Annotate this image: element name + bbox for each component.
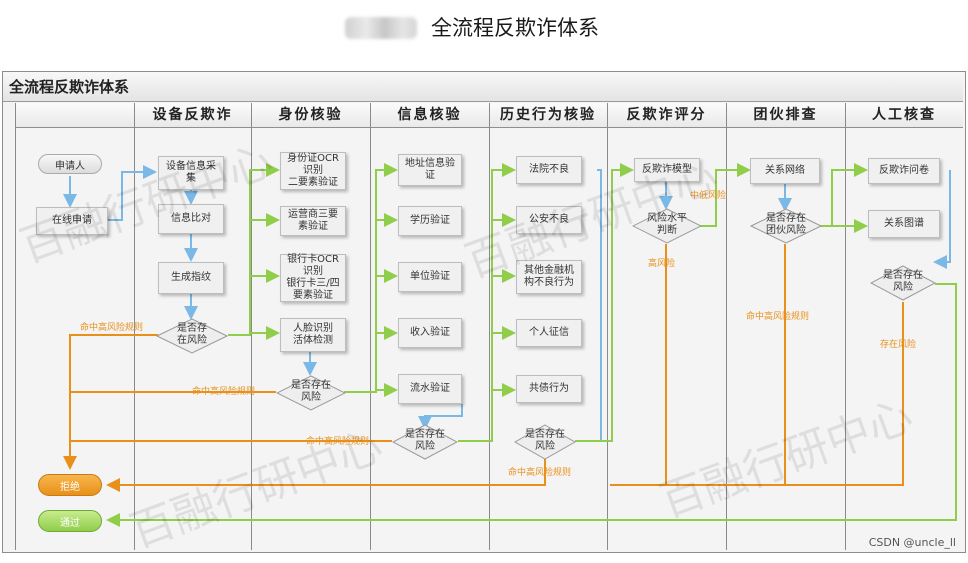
page-title: 全流程反欺诈体系 <box>431 16 599 40</box>
gang-decision-label: 是否存在 团伙风险 <box>766 213 806 236</box>
device-step: 生成指纹 <box>158 262 224 294</box>
history-decision-diamond <box>514 424 576 460</box>
device-step: 信息比对 <box>158 204 224 234</box>
history-step: 法院不良 <box>516 156 582 184</box>
info-step: 流水验证 <box>398 374 462 404</box>
identity-step: 人脸识别 活体检测 <box>280 318 346 352</box>
manual-decision-label: 是否存在 风险 <box>883 270 923 293</box>
lane-head-scoring: 反欺诈评分 <box>607 103 726 128</box>
gang-hit-rule-label: 命中高风险规则 <box>746 312 810 322</box>
lane-margin <box>3 103 15 550</box>
high-risk-label: 高风险 <box>648 259 676 269</box>
relation-graph-step: 关系图谱 <box>868 210 940 238</box>
scoring-model-step: 反欺诈模型 <box>634 158 700 182</box>
lane-head-gang: 团伙排查 <box>726 103 845 128</box>
pass-terminal: 通过 <box>38 510 102 532</box>
manual-risk-label: 存在风险 <box>880 340 917 350</box>
history-decision-label: 是否存在 风险 <box>525 429 565 452</box>
reject-terminal: 拒绝 <box>38 474 102 496</box>
history-step: 公安不良 <box>516 206 582 234</box>
lane-divider <box>370 103 371 550</box>
diagram-frame <box>2 71 966 553</box>
diagram-title: 全流程反欺诈体系 <box>3 72 963 102</box>
lane-head-identity: 身份核验 <box>251 103 370 128</box>
identity-step: 身份证OCR 识别 二要素验证 <box>280 152 346 190</box>
lane-head-device: 设备反欺诈 <box>134 103 251 128</box>
survey-step: 反欺诈问卷 <box>868 158 940 184</box>
identity-step: 运营商三要 素验证 <box>280 206 346 236</box>
identity-decision-label: 是否存在 风险 <box>291 380 331 403</box>
lane-head-manual: 人工核查 <box>845 103 963 128</box>
lane-divider <box>607 103 608 550</box>
online-apply-step: 在线申请 <box>36 207 108 235</box>
lane-divider <box>845 103 846 550</box>
mid-low-risk-label: 中低风险 <box>690 191 727 201</box>
lane-divider <box>726 103 727 550</box>
scoring-decision-label: 风险水平 判断 <box>647 213 687 236</box>
identity-decision-diamond <box>276 375 346 411</box>
info-step: 单位验证 <box>398 262 462 292</box>
lane-divider <box>489 103 490 550</box>
history-step: 共债行为 <box>516 375 582 403</box>
hit-rule-label: 命中高风险规则 <box>306 437 370 447</box>
identity-step: 银行卡OCR 识别 银行卡三/四 要素验证 <box>280 254 346 302</box>
history-step: 其他金融机 构不良行为 <box>516 260 582 294</box>
lane-divider <box>15 103 16 550</box>
info-step: 收入验证 <box>398 318 462 348</box>
gang-decision-diamond <box>750 208 822 244</box>
info-step: 学历验证 <box>398 206 462 236</box>
hit-rule-label: 命中高风险规则 <box>192 387 256 397</box>
applicant-start: 申请人 <box>38 154 102 174</box>
hit-rule-label: 命中高风险规则 <box>80 323 144 333</box>
source-credit: CSDN @uncle_ll <box>868 536 956 549</box>
scoring-decision-diamond <box>632 208 702 244</box>
device-decision-label: 是否存 在风险 <box>177 323 207 346</box>
network-step: 关系网络 <box>750 158 820 184</box>
info-step: 地址信息验 证 <box>398 154 462 186</box>
lane-head-applicant <box>15 103 134 128</box>
info-decision-label: 是否存在 风险 <box>405 429 445 452</box>
blurred-logo <box>345 17 417 39</box>
device-decision-diamond <box>156 318 228 354</box>
lane-head-history: 历史行为核验 <box>489 103 607 128</box>
hit-rule-label: 命中高风险规则 <box>508 468 572 478</box>
history-step: 个人征信 <box>516 319 582 347</box>
lane-head-info: 信息核验 <box>370 103 489 128</box>
lane-divider <box>134 103 135 550</box>
info-decision-diamond <box>392 424 458 460</box>
device-step: 设备信息采 集 <box>158 156 224 190</box>
lane-divider <box>251 103 252 550</box>
manual-decision-diamond <box>870 265 936 301</box>
